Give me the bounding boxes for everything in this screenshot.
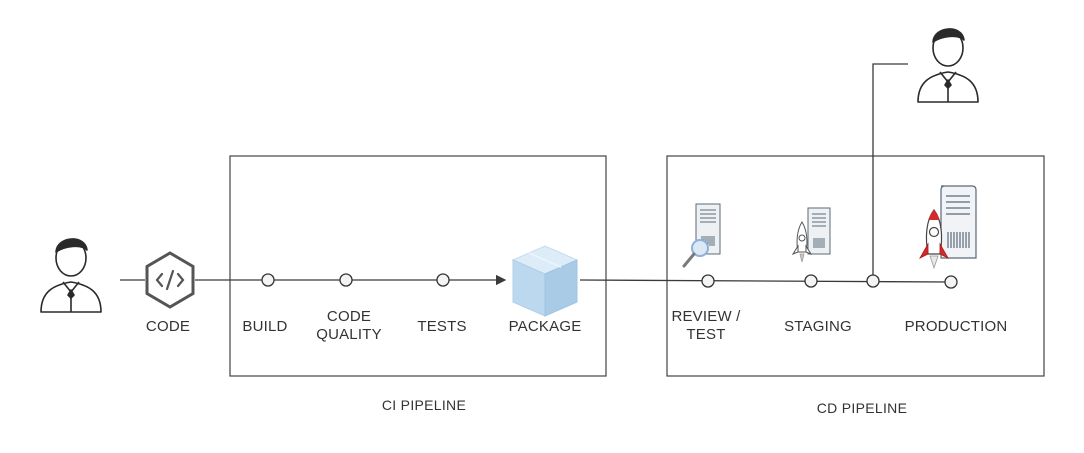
flow-line-package-to-production bbox=[579, 279, 951, 283]
cd-pipeline-title: CD PIPELINE bbox=[816, 400, 908, 416]
tests-label: TESTS bbox=[417, 318, 467, 335]
package-cube-icon bbox=[511, 245, 579, 317]
cd-pipeline-box bbox=[666, 155, 1045, 377]
code-quality-label: CODE QUALITY bbox=[316, 308, 382, 344]
review-test-label-line-2: TEST bbox=[686, 326, 726, 343]
staging-label: STAGING bbox=[784, 318, 852, 335]
approval-node[interactable] bbox=[866, 274, 880, 288]
code-quality-label-line-2: QUALITY bbox=[316, 326, 382, 343]
developer-person-icon bbox=[40, 238, 102, 313]
code-label: CODE bbox=[145, 318, 191, 335]
approver-person-icon bbox=[917, 28, 979, 103]
production-label: PRODUCTION bbox=[904, 318, 1008, 335]
tests-node[interactable] bbox=[436, 273, 450, 287]
ci-pipeline-title: CI PIPELINE bbox=[381, 397, 467, 413]
production-server-rocket-icon bbox=[918, 185, 977, 270]
review-test-node[interactable] bbox=[701, 274, 715, 288]
code-quality-node[interactable] bbox=[339, 273, 353, 287]
production-node[interactable] bbox=[944, 275, 958, 289]
approval-line bbox=[872, 63, 908, 280]
staging-server-rocket-icon bbox=[791, 207, 831, 263]
review-test-label-line-1: REVIEW / bbox=[671, 308, 741, 325]
code-hexagon-icon[interactable] bbox=[145, 251, 195, 309]
build-node[interactable] bbox=[261, 273, 275, 287]
package-label: PACKAGE bbox=[508, 318, 582, 335]
ci-pipeline-box bbox=[229, 155, 607, 377]
build-label: BUILD bbox=[242, 318, 288, 335]
staging-node[interactable] bbox=[804, 274, 818, 288]
review-server-magnifier-icon bbox=[682, 203, 721, 268]
review-test-label: REVIEW / TEST bbox=[671, 308, 740, 344]
code-quality-label-line-1: CODE bbox=[326, 308, 372, 325]
